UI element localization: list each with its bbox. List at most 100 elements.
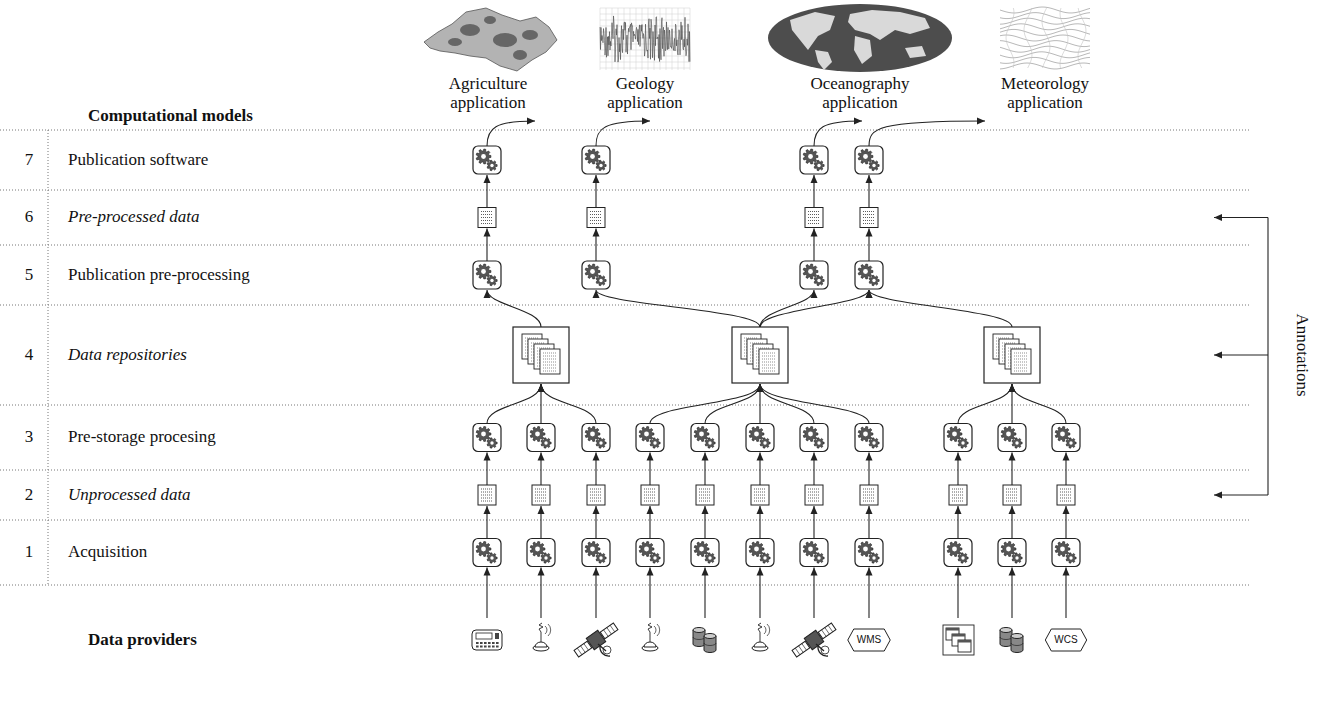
terminal-body [472, 630, 502, 650]
data-row [481, 223, 493, 224]
application-label: Geology application [580, 74, 710, 112]
gear [487, 275, 497, 285]
land-patch [522, 30, 538, 40]
process-gear-box [944, 539, 972, 567]
gear [585, 149, 600, 164]
data-row [1006, 489, 1018, 490]
gear [803, 149, 818, 164]
flow-arrow [649, 453, 650, 486]
terminal-knob [495, 633, 499, 639]
gear [639, 542, 654, 557]
cylinder-top [1000, 628, 1012, 633]
row-number: 7 [14, 151, 44, 170]
solar-panel [818, 623, 836, 639]
flow-arrow [958, 384, 1012, 424]
panel-cell [610, 625, 615, 632]
gear-hole [1015, 556, 1018, 559]
isobar [1000, 35, 1090, 41]
data-row [590, 214, 602, 215]
sheet-row [543, 356, 557, 357]
panel-cell [581, 646, 586, 653]
data-row [1006, 495, 1018, 496]
flow-arrow [868, 568, 869, 619]
gear-box-outline [582, 261, 610, 289]
agriculture-map [424, 8, 557, 71]
gear-box-outline [998, 539, 1026, 567]
isobar [1000, 46, 1090, 52]
data-sheet-outline [696, 485, 714, 505]
contour [1024, 8, 1032, 68]
gear [1001, 427, 1016, 442]
gear-box-outline [636, 424, 664, 452]
data-row [590, 211, 602, 212]
row-label: Data repositories [68, 346, 187, 365]
grid-line [612, 8, 613, 70]
process-gear-box [473, 424, 501, 452]
seismogram-frame [600, 8, 690, 70]
gear-box-outline [998, 424, 1026, 452]
sheet-row [543, 365, 557, 366]
data-sheet [478, 485, 496, 505]
data-row [481, 220, 493, 221]
land-patch [448, 38, 462, 46]
data-sheet [1003, 485, 1021, 505]
sensor-icon [752, 623, 770, 651]
row-number: 1 [14, 543, 44, 562]
data-row [863, 492, 875, 493]
gear-box-outline [800, 261, 828, 289]
gear-hole [872, 164, 875, 167]
row-grid [0, 130, 1250, 585]
flow-arrow [1065, 506, 1066, 539]
sheet-row [762, 368, 776, 369]
data-sheet [532, 485, 550, 505]
gear-hole [763, 441, 766, 444]
data-row [952, 492, 964, 493]
process-gear-box [691, 539, 719, 567]
row-label: Pre-storage procesing [68, 428, 216, 447]
data-sheet-outline [587, 208, 605, 228]
data-row [863, 501, 875, 502]
data-row [754, 489, 766, 490]
gear [869, 438, 879, 448]
data-row [590, 489, 602, 490]
flow-arrow [814, 121, 862, 146]
gear-hole [817, 556, 820, 559]
data-row [863, 211, 875, 212]
flow-arrow [487, 290, 541, 327]
gear [694, 427, 709, 442]
row-divider [0, 245, 1250, 246]
data-sheet-outline [805, 485, 823, 505]
gear-hole [653, 441, 656, 444]
flow-arrow [813, 506, 814, 539]
gear-box-outline [473, 424, 501, 452]
gear [705, 438, 715, 448]
data-row [699, 501, 711, 502]
repository-outline [732, 327, 788, 383]
data-sheet [587, 485, 605, 505]
gear [596, 438, 606, 448]
grid-line [600, 14, 690, 15]
gear-hole [754, 547, 759, 552]
data-row [1060, 501, 1072, 502]
gear-hole [490, 441, 493, 444]
data-row [535, 498, 547, 499]
gear-hole [961, 556, 964, 559]
sheet-row [1014, 359, 1028, 360]
gear-hole [863, 547, 868, 552]
data-row [808, 220, 820, 221]
gear-hole [653, 556, 656, 559]
data-sheet [949, 485, 967, 505]
gear-hole [481, 269, 486, 274]
data-sheet-outline [478, 485, 496, 505]
flow-arrow [540, 453, 541, 486]
flow-arrow [1011, 384, 1012, 424]
annotation-label: Annotations [1292, 313, 1311, 396]
gear-hole [872, 279, 875, 282]
data-row [1060, 492, 1072, 493]
data-row [699, 492, 711, 493]
grid-line [600, 8, 690, 9]
row-number: 5 [14, 266, 44, 285]
flow-arrow [1065, 568, 1066, 619]
repository-box [732, 327, 788, 383]
sensor-dome [754, 642, 766, 647]
